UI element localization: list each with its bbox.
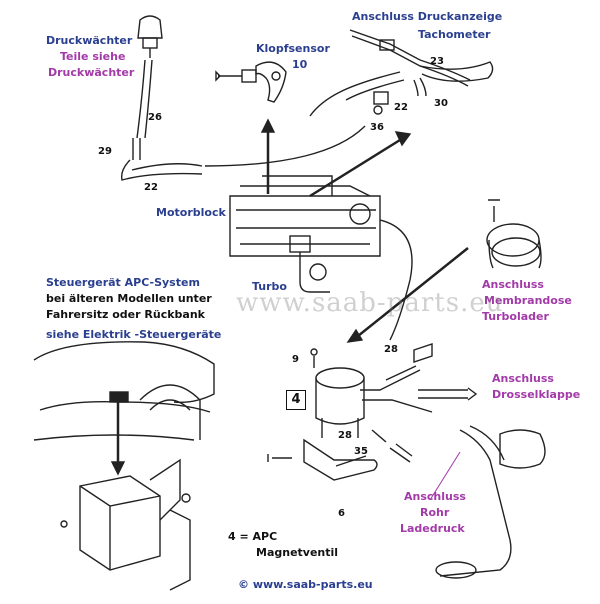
car-drawing (33, 341, 215, 441)
label-throttle-1: Anschluss (492, 372, 554, 385)
label-apc-legend: 4 = APC (228, 530, 278, 543)
part-number-22-gauge: 22 (394, 102, 408, 113)
part-number-23: 23 (430, 56, 444, 67)
label-wastegate-3: Turbolader (482, 310, 549, 323)
part-number-29: 29 (98, 146, 112, 157)
label-ecu-line3: Fahrersitz oder Rückbank (46, 308, 205, 321)
part-number-9: 9 (292, 354, 299, 365)
part-number-26: 26 (148, 112, 162, 123)
part-number-28: 28 (384, 344, 398, 355)
label-throttle-2: Drosselklappe (492, 388, 581, 401)
fittings-drawing (371, 343, 546, 579)
label-turbo: Turbo (252, 280, 287, 293)
label-solenoid-valve: Magnetventil (256, 546, 339, 559)
knock-sensor-drawing (215, 61, 287, 103)
label-engine-block: Motorblock (156, 206, 226, 219)
label-parts-see: Teile siehe (60, 50, 126, 63)
watermark: www.saab-parts.eu (236, 288, 504, 318)
part-number-28-lower: 28 (338, 430, 352, 441)
gauge-hose-drawing (309, 29, 494, 117)
part-number-6: 6 (338, 508, 345, 519)
part-number-22: 22 (144, 182, 158, 193)
label-tachometer: Tachometer (418, 28, 491, 41)
part-number-36: 36 (370, 122, 384, 133)
label-wastegate-1: Anschluss (482, 278, 544, 291)
label-pressure-switch: Druckwächter (46, 34, 133, 47)
label-ecu-link[interactable]: siehe Elektrik -Steuergeräte (46, 328, 222, 341)
engine-block-drawing (229, 175, 413, 341)
label-boost-pipe-1: Anschluss (404, 490, 466, 503)
ecu-drawing (60, 458, 191, 591)
label-ecu-line1: Steuergerät APC-System (46, 276, 200, 289)
label-knock-sensor: Klopfsensor (256, 42, 330, 55)
pressure-switch-drawing (120, 15, 203, 181)
wastegate-drawing (486, 199, 542, 269)
label-gauge-connection: Anschluss Druckanzeige (352, 10, 503, 23)
label-boost-pipe-2: Rohr (420, 506, 450, 519)
label-wastegate-2: Membrandose (484, 294, 572, 307)
part-number-4-box: 4 (286, 390, 306, 410)
label-ecu-line2: bei älteren Modellen unter (46, 292, 212, 305)
label-pressure-switch-link[interactable]: Druckwächter (48, 66, 135, 79)
apc-valve-drawing (267, 348, 433, 481)
part-number-35: 35 (354, 446, 368, 457)
footer-copyright-link[interactable]: © www.saab-parts.eu (238, 578, 373, 591)
part-number-30: 30 (434, 98, 448, 109)
label-knock-sensor-number: 10 (292, 58, 308, 71)
label-boost-pipe-3: Ladedruck (400, 522, 465, 535)
